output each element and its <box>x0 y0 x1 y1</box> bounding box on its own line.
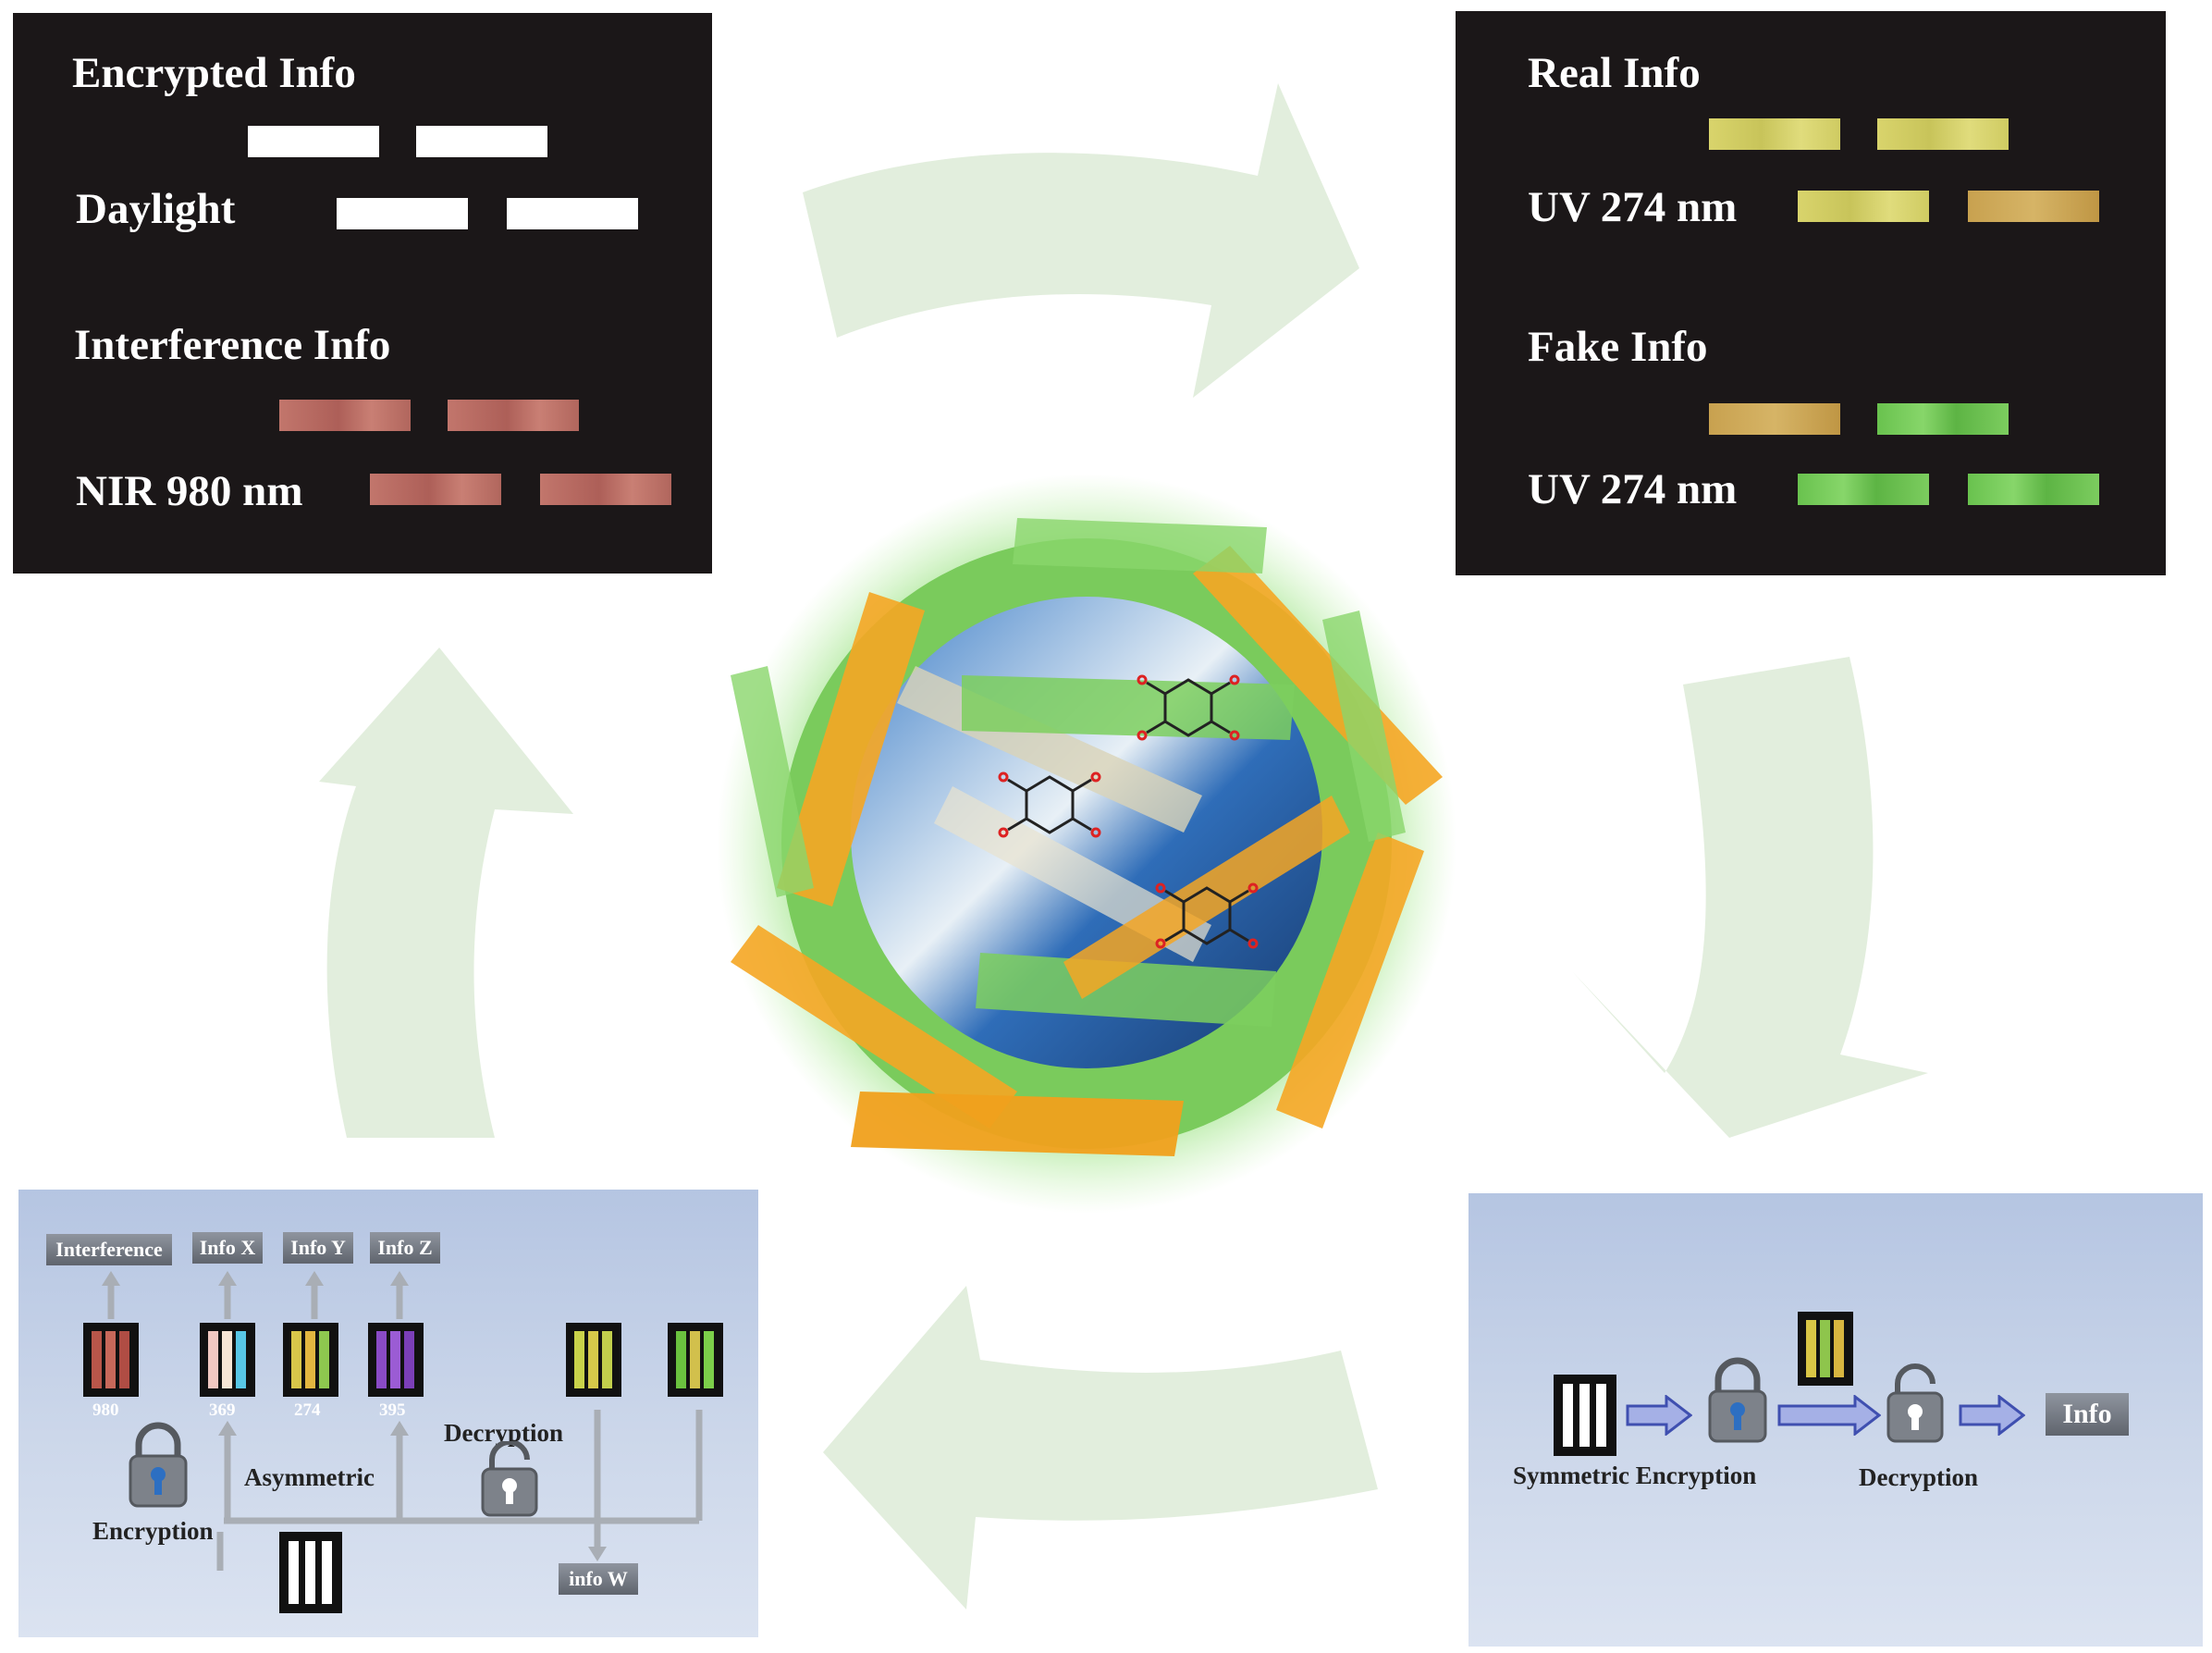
code-tile-key <box>1798 1312 1853 1386</box>
asymmetric-connectors <box>102 1271 703 1571</box>
real-info-panel: Real Info UV 274 nm Fake Info UV 274 nm <box>1456 11 2166 575</box>
encrypted-info-panel: Encrypted Info Daylight Interference Inf… <box>13 13 712 574</box>
tag-info: Info <box>2046 1393 2129 1436</box>
uv-274-fake-label: UV 274 nm <box>1528 465 1738 513</box>
lock-closed-icon <box>129 1422 188 1508</box>
cycle-arrow-left <box>319 648 573 1138</box>
nir-980-label: NIR 980 nm <box>76 467 303 515</box>
uv-274-real-label: UV 274 nm <box>1528 183 1738 231</box>
wavelength-980: 980 <box>92 1400 119 1420</box>
arrow-right-icon <box>1959 1395 2025 1436</box>
barcode-icon-symmetric <box>1554 1375 1616 1456</box>
wavelength-274: 274 <box>294 1400 321 1420</box>
tag-info-x: Info X <box>192 1232 263 1264</box>
nir-bar-4 <box>540 474 671 505</box>
real-bar-1 <box>1709 118 1840 150</box>
lock-closed-icon <box>1708 1357 1767 1443</box>
pyromellitate-molecule-1 <box>1137 674 1240 741</box>
fake-bar-2 <box>1877 403 2009 435</box>
fake-bar-1 <box>1709 403 1840 435</box>
tag-info-w: info W <box>559 1563 638 1595</box>
interference-info-label: Interference Info <box>74 321 391 369</box>
encrypted-info-label: Encrypted Info <box>72 49 356 97</box>
tag-interference: Interference <box>46 1234 172 1265</box>
arrow-right-icon <box>1626 1395 1692 1436</box>
daylight-bar-1 <box>248 126 379 157</box>
barcode-icon-asymmetric <box>279 1532 342 1613</box>
code-tile-395 <box>368 1323 424 1397</box>
code-tile-369 <box>200 1323 255 1397</box>
fake-info-label: Fake Info <box>1528 323 1708 371</box>
real-info-label: Real Info <box>1528 49 1701 97</box>
daylight-bar-3 <box>337 198 468 229</box>
nir-bar-3 <box>370 474 501 505</box>
pyromellitate-molecule-2 <box>998 771 1101 838</box>
lock-open-icon <box>1886 1363 1944 1443</box>
wavelength-395: 395 <box>379 1400 406 1420</box>
lock-open-icon <box>481 1441 538 1517</box>
code-tile-980 <box>83 1323 139 1397</box>
symmetric-encryption-label: Symmetric Encryption <box>1513 1462 1757 1489</box>
cycle-arrow-bottom <box>823 1286 1378 1610</box>
nir-bar-2 <box>448 400 579 431</box>
nir-bar-1 <box>279 400 411 431</box>
asymmetric-label: Asymmetric <box>244 1463 375 1491</box>
wavelength-369: 369 <box>209 1400 236 1420</box>
real-bar-4 <box>1968 191 2099 222</box>
tag-info-y: Info Y <box>283 1232 353 1264</box>
encryption-label: Encryption <box>92 1517 214 1545</box>
arrow-right-long-icon <box>1777 1395 1881 1436</box>
code-tile-green <box>668 1323 723 1397</box>
decryption-label-right: Decryption <box>1859 1463 1978 1491</box>
real-bar-2 <box>1877 118 2009 150</box>
daylight-bar-4 <box>507 198 638 229</box>
fake-bar-3 <box>1798 474 1929 505</box>
code-tile-274 <box>283 1323 338 1397</box>
asymmetric-encryption-panel: Interference Info X Info Y Info Z 980 36… <box>18 1190 758 1637</box>
code-tile-yellow <box>566 1323 621 1397</box>
pyromellitate-molecule-3 <box>1155 882 1259 949</box>
cycle-arrow-top <box>803 83 1359 398</box>
cycle-arrow-right <box>1572 657 1928 1138</box>
daylight-bar-2 <box>416 126 547 157</box>
symmetric-encryption-panel: Info Symmetric Encryption Decryption <box>1469 1193 2203 1647</box>
tag-info-z: Info Z <box>370 1232 440 1264</box>
real-bar-3 <box>1798 191 1929 222</box>
daylight-label: Daylight <box>76 185 236 233</box>
fake-bar-4 <box>1968 474 2099 505</box>
